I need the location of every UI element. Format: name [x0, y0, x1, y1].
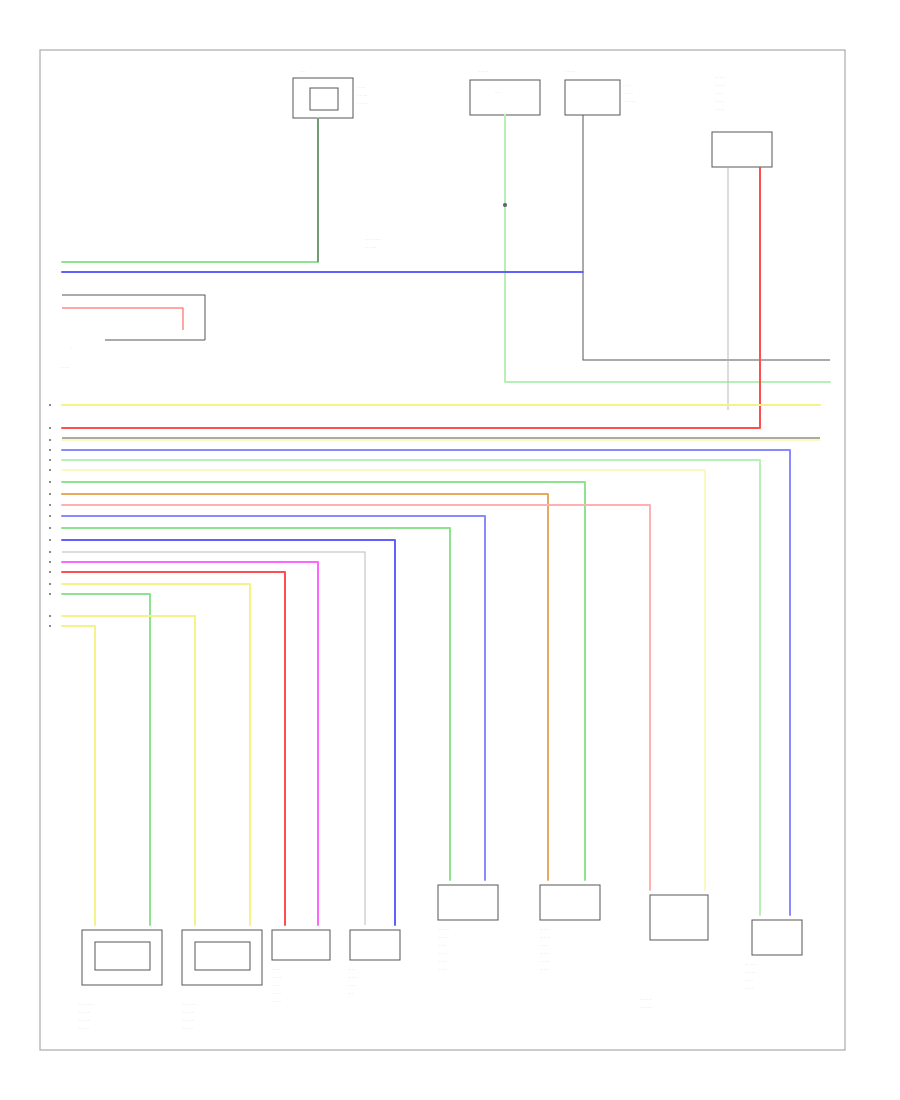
- svg-text:·· ·: ·· ·: [70, 345, 74, 349]
- component-left-relay: ·· · ·· ·· ···: [60, 294, 206, 369]
- svg-text:···· ··· ··: ···· ··· ··: [745, 962, 756, 966]
- wire-grey-2: [62, 551, 366, 925]
- svg-text:·· ·· ···: ·· ·· ···: [60, 365, 69, 369]
- svg-text:···· ···· ···· ··: ···· ···· ···· ··: [365, 237, 382, 241]
- svg-text:·· ··· ·· ···: ·· ··· ·· ···: [78, 1018, 91, 1022]
- svg-text:··· ·· ··: ··· ·· ··: [540, 951, 549, 955]
- component-bottom-8: ···· ··· ·· ··· ·· ··· ·· ··· · ··· ·· ·…: [745, 919, 803, 990]
- component-top-right: ···· ··· ·· ··· ·· ··· ·· ··· · ··· ·· ·…: [711, 75, 773, 168]
- component-top-center-right: ·· ··· ··· ·· ··· · ··· ·· ··· ·· ···· ·…: [564, 69, 636, 116]
- svg-text:··· ··· ·: ··· ··· ·: [540, 967, 549, 971]
- svg-text:··· ·· ···: ··· ·· ···: [272, 975, 282, 979]
- wire-yellow-4: [61, 625, 96, 926]
- svg-text:·· ···· ·· ··: ·· ···· ·· ··: [623, 99, 636, 103]
- svg-text:··· ·· ···: ··· ·· ···: [745, 970, 755, 974]
- svg-text:·· ··· ·: ·· ··· ·: [272, 983, 280, 987]
- svg-text:·· ··· ·: ·· ··· ·: [745, 978, 753, 982]
- svg-text:··· ···: ··· ···: [348, 967, 355, 971]
- svg-text:··· ·· ····: ··· ·· ····: [182, 1026, 193, 1030]
- svg-text:··· ··· ·· ···: ··· ··· ·· ···: [182, 1002, 196, 1006]
- wire-light-red: [61, 504, 651, 891]
- svg-text:·· ··· ·: ·· ··· ·: [438, 943, 446, 947]
- left-pin-markers: [49, 404, 51, 627]
- svg-text:··· ·· ···: ··· ·· ···: [540, 935, 550, 939]
- svg-text:···· ··· ···: ···· ··· ···: [640, 997, 652, 1001]
- wire-light-yellow-2: [61, 469, 706, 891]
- wire-green-top: [61, 117, 319, 263]
- svg-text:·· ··· ···: ·· ··· ···: [478, 69, 488, 73]
- svg-text:···· ··· ···· ···: ···· ··· ···· ···: [78, 1002, 95, 1006]
- wire-light-green-top: [504, 114, 831, 383]
- wire-green-3: [61, 527, 451, 881]
- component-bottom-1: ···· ··· ···· ··· ··· ·· ·· ··· ·· ··· ·…: [78, 929, 163, 1030]
- svg-text:··· ·· ····: ··· ·· ····: [365, 245, 376, 249]
- svg-text:·· ·· ·· ··: ·· ·· ·· ··: [357, 101, 368, 105]
- component-bottom-4: ··· ··· ··· ·· ·· ·· ··· · ··· ··: [348, 929, 401, 995]
- svg-text:··· ·· ···: ··· ·· ···: [438, 935, 448, 939]
- wire-orange: [61, 493, 549, 881]
- svg-text:··· ··: ··· ··: [348, 991, 354, 995]
- wire-yellow-3: [61, 615, 196, 926]
- wire-blue-2: [61, 539, 396, 926]
- svg-text:··· ·· ··: ··· ·· ··: [438, 951, 447, 955]
- svg-text:·· ··· ·: ·· ··· ·: [623, 83, 631, 87]
- wire-light-green-2: [61, 459, 761, 916]
- svg-text:··· ·· ···: ··· ·· ···: [715, 83, 725, 87]
- wire-purple-blue-2: [61, 515, 486, 881]
- svg-text:··· ··· ·: ··· ··· ·: [438, 967, 447, 971]
- svg-text:··· ·· ··: ··· ·· ··: [272, 991, 281, 995]
- svg-text:··· ··· ··: ··· ··· ··: [540, 927, 550, 931]
- wire-purple-blue: [61, 449, 791, 916]
- wire-black-top-right: [582, 115, 830, 361]
- svg-text:··· ·· ·· ···: ··· ·· ·· ···: [78, 1010, 91, 1014]
- svg-text:···· ··· ··: ···· ··· ··: [438, 927, 449, 931]
- svg-text:·· ·· ···: ·· ·· ···: [715, 107, 724, 111]
- component-top-left: · ·· · · ·· ··· ·· ·· ···· ·· ·· ·· ··: [292, 69, 368, 119]
- wire-red-main: [61, 167, 761, 429]
- svg-text:··· ·· ··: ··· ·· ··: [715, 99, 724, 103]
- svg-text:· ·· ···: · ·· ···: [357, 85, 365, 89]
- component-top-center-left: ·· ··· ··· ·· ··: [469, 69, 541, 116]
- svg-text:··· ·· ··· ··: ··· ·· ··· ··: [640, 1005, 653, 1009]
- wire-pink: [61, 561, 319, 926]
- component-bottom-3: ···· ··· ··· ·· ··· ·· ··· · ··· ·· ·· ·…: [271, 929, 331, 1003]
- svg-text:·· ··· ·: ·· ··· ·: [715, 91, 723, 95]
- svg-text:···· ··· ··: ···· ··· ··: [715, 75, 726, 79]
- svg-text:··· ·· ··: ··· ·· ··: [745, 986, 754, 990]
- svg-text:··· ·· ··: ··· ·· ··: [348, 975, 357, 979]
- component-bottom-5: ···· ··· ·· ··· ·· ··· ·· ··· · ··· ·· ·…: [437, 884, 499, 971]
- svg-text:··· ·· ·· ···: ··· ·· ·· ···: [182, 1010, 195, 1014]
- svg-text:··· ·· ····: ··· ·· ····: [78, 1026, 89, 1030]
- svg-text:·· ·· ····: ·· ·· ····: [357, 93, 367, 97]
- diagram-frame: [39, 49, 846, 1051]
- svg-text:·· ·· ···: ·· ·· ···: [540, 959, 549, 963]
- svg-text:···· ···: ···· ···: [272, 967, 280, 971]
- svg-text:·· ··· ···: ·· ··· ···: [565, 69, 575, 73]
- svg-text:·· ··· ·: ·· ··· ·: [348, 983, 356, 987]
- wire-green-4: [61, 593, 151, 926]
- component-bottom-7: ···· ··· ··· ··· ·· ··· ··: [640, 894, 709, 1009]
- svg-text:· ·· ·: · ·· ·: [300, 69, 306, 73]
- wire-red-2: [61, 571, 286, 926]
- wire-yellow-2: [61, 583, 251, 926]
- svg-text:·· ··: ·· ··: [495, 90, 500, 94]
- svg-text:·· ··· ·· ···: ·· ··· ·· ···: [182, 1018, 195, 1022]
- wire-green-2: [61, 481, 586, 881]
- component-bottom-6: ··· ··· ·· ··· ·· ··· ·· ··· · ··· ·· ··…: [539, 884, 601, 971]
- svg-text:·· ·· ···: ·· ·· ···: [438, 959, 447, 963]
- svg-text:·· ·· ···: ·· ·· ···: [272, 999, 281, 1003]
- component-bottom-2: ··· ··· ·· ··· ··· ·· ·· ··· ·· ··· ·· ·…: [181, 929, 263, 1030]
- svg-text:··· ·· ···: ··· ·· ···: [623, 91, 633, 95]
- svg-text:·· ··· ·: ·· ··· ·: [540, 943, 548, 947]
